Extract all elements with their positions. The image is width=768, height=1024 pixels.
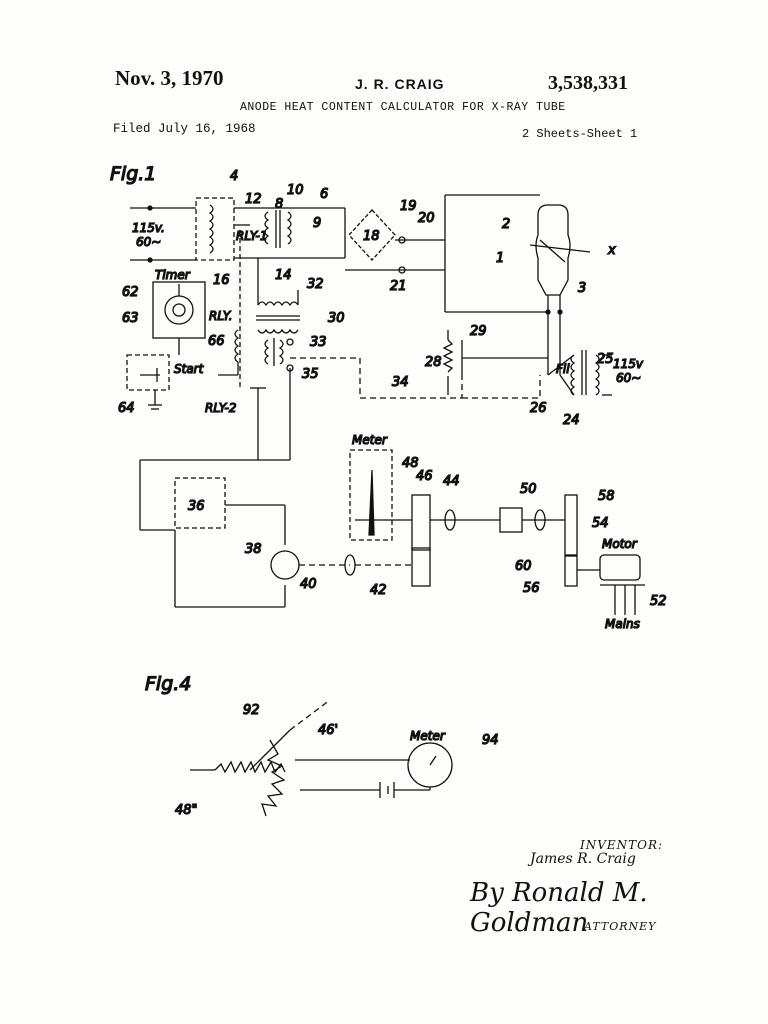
ref-20: 20 [418, 211, 435, 226]
meter-label: Meter [352, 433, 388, 447]
ref-94: 94 [482, 733, 499, 748]
ref-42: 42 [370, 583, 387, 598]
ref-60: 60 [515, 559, 532, 574]
ref-58: 58 [598, 489, 615, 504]
ref-62: 62 [122, 285, 139, 300]
clutch-50 [499, 507, 523, 533]
ref-8: 8 [275, 197, 283, 212]
attorney-label: ATTORNEY [584, 920, 657, 933]
motor-38 [270, 550, 300, 580]
ref-50: 50 [520, 482, 537, 497]
gear-42 [411, 547, 431, 587]
ref-29: 29 [470, 324, 487, 339]
rly2-label: RLY-2 [205, 401, 237, 415]
bridge-rectifier-36 [174, 477, 226, 529]
ref-19: 19 [400, 199, 417, 214]
ref-34: 34 [392, 375, 409, 390]
fil-label: Fil [556, 362, 570, 376]
timer-label: Timer [155, 268, 191, 282]
ref-14: 14 [275, 268, 292, 283]
ref-6: 6 [320, 187, 328, 202]
mains-label: Mains [605, 617, 640, 631]
ref-54: 54 [592, 516, 609, 531]
attorney-signature: By Ronald M. Goldman [470, 878, 648, 938]
fig1-label: Fig.1 [110, 163, 156, 185]
ref-40: 40 [300, 577, 317, 592]
dashed-link-34 [290, 357, 463, 399]
transformer-6 [264, 210, 292, 248]
rly1-label: RLY-1 [236, 229, 268, 243]
ref-56: 56 [523, 581, 540, 596]
ref-66: 66 [208, 334, 225, 349]
supply-input-left [130, 205, 196, 263]
ref-28: 28 [425, 355, 442, 370]
supply-freq-right: 60~ [616, 371, 641, 385]
relay-coil-66 [234, 329, 240, 363]
inventor-signature: James R. Craig [530, 851, 636, 867]
gear-58 [564, 494, 578, 556]
meter-48-box [349, 449, 393, 541]
potentiometer-28 [442, 339, 454, 373]
relay-coil [208, 204, 214, 254]
gear-44 [411, 494, 431, 551]
ref-3: 3 [578, 281, 586, 296]
patent-title: ANODE HEAT CONTENT CALCULATOR FOR X-RAY … [240, 101, 566, 114]
ref-18: 18 [363, 229, 380, 244]
ref-44: 44 [443, 474, 460, 489]
transformer-30 [256, 301, 300, 334]
gear-56 [564, 555, 578, 587]
ref-63: 63 [122, 311, 139, 326]
ref-9: 9 [313, 216, 321, 231]
ref-2: 2 [502, 217, 510, 232]
ref-12: 12 [245, 192, 262, 207]
supply-freq-left: 60~ [136, 235, 161, 249]
ref-16: 16 [213, 273, 230, 288]
supply-voltage-left: 115v. [132, 221, 165, 235]
sheet-count: 2 Sheets-Sheet 1 [522, 127, 638, 141]
start-switch-box [126, 354, 170, 391]
ref-64: 64 [118, 401, 135, 416]
inventor-label: INVENTOR: [580, 838, 664, 852]
filed-date: Filed July 16, 1968 [113, 122, 256, 136]
ref-30: 30 [328, 311, 345, 326]
ref-46-prime: 46' [318, 723, 338, 738]
ref-36: 36 [188, 499, 205, 514]
ref-21: 21 [390, 279, 407, 294]
ref-25: 25 [597, 352, 614, 367]
ref-24: 24 [563, 413, 580, 428]
fig4-label: Fig.4 [145, 673, 191, 695]
ref-48: 48 [402, 456, 419, 471]
ref-4: 4 [230, 169, 238, 184]
ref-x: x [607, 243, 616, 258]
resistor-92 [214, 760, 286, 774]
rly-label: RLY. [209, 309, 232, 323]
ref-52: 52 [650, 594, 667, 609]
bridge-rectifier-18 [348, 209, 396, 261]
ref-46: 46 [416, 469, 433, 484]
motor-52 [599, 554, 641, 581]
ref-26: 26 [530, 401, 547, 416]
ref-33: 33 [310, 335, 327, 350]
relay-4-box [195, 197, 235, 261]
timer [152, 281, 206, 339]
start-label: Start [174, 362, 205, 376]
filament-transformer [570, 350, 600, 396]
small-transformer [264, 339, 270, 365]
variable-resistor-48pp [261, 739, 286, 817]
ref-35: 35 [302, 367, 319, 382]
supply-voltage-right: 115v [613, 357, 644, 371]
ref-1: 1 [496, 251, 504, 266]
inventor-name: J. R. CRAIG [355, 76, 445, 92]
ref-92: 92 [243, 703, 260, 718]
motor-label: Motor [602, 537, 638, 551]
xray-tube [529, 204, 591, 296]
patent-date: Nov. 3, 1970 [115, 66, 224, 90]
patent-number: 3,538,331 [548, 72, 628, 94]
ref-32: 32 [307, 277, 324, 292]
ref-10: 10 [287, 183, 304, 198]
ref-48-double-prime: 48" [175, 803, 198, 818]
meter-fig4-label: Meter [410, 729, 446, 743]
ref-38: 38 [245, 542, 262, 557]
